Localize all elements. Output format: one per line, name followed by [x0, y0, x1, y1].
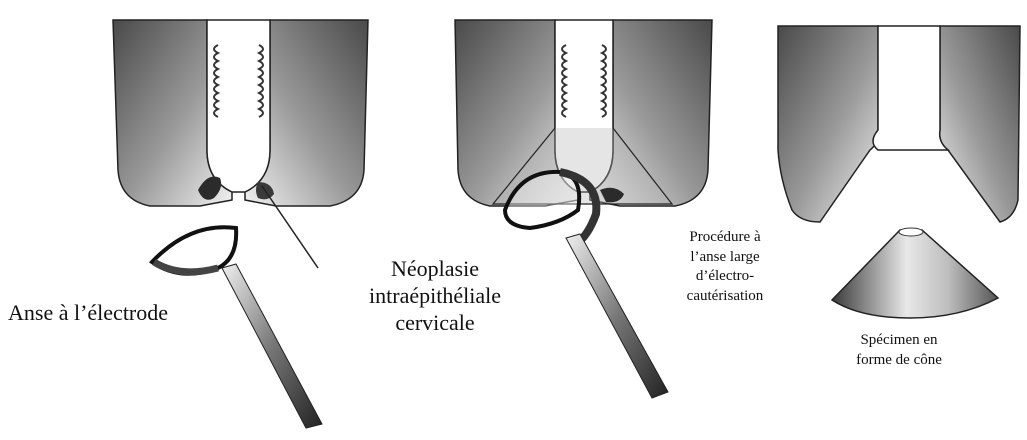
- label-leep-procedure: Procédure à l’anse large d’électro- caut…: [650, 228, 800, 306]
- excised-canal: [873, 26, 948, 150]
- label-leep-line-4: cautérisation: [650, 287, 800, 307]
- panel-leep-procedure: [455, 20, 712, 398]
- excised-cervix-right: [940, 26, 1020, 222]
- panel-cervix-with-lesion: [113, 20, 368, 428]
- label-neoplasia: Néoplasie intraépithéliale cervicale: [360, 256, 510, 336]
- label-electrode-loop: Anse à l’électrode: [8, 300, 168, 327]
- label-leep-line-1: Procédure à: [650, 228, 800, 248]
- electrode-handle-1: [222, 264, 322, 428]
- label-neoplasia-line-2: intraépithéliale: [360, 283, 510, 310]
- cone-tip: [899, 228, 923, 236]
- label-cone-line-1: Spécimen en: [790, 330, 1008, 350]
- label-neoplasia-line-1: Néoplasie: [360, 256, 510, 283]
- label-neoplasia-line-3: cervicale: [360, 310, 510, 337]
- excised-cervix: [778, 26, 878, 222]
- label-leep-line-3: d’électro-: [650, 267, 800, 287]
- panel-cone-specimen: [778, 26, 1020, 318]
- cone-specimen: [832, 230, 998, 318]
- label-cone-specimen: Spécimen en forme de cône: [790, 330, 1008, 371]
- label-cone-line-2: forme de cône: [790, 350, 1008, 370]
- label-leep-line-2: l’anse large: [650, 248, 800, 268]
